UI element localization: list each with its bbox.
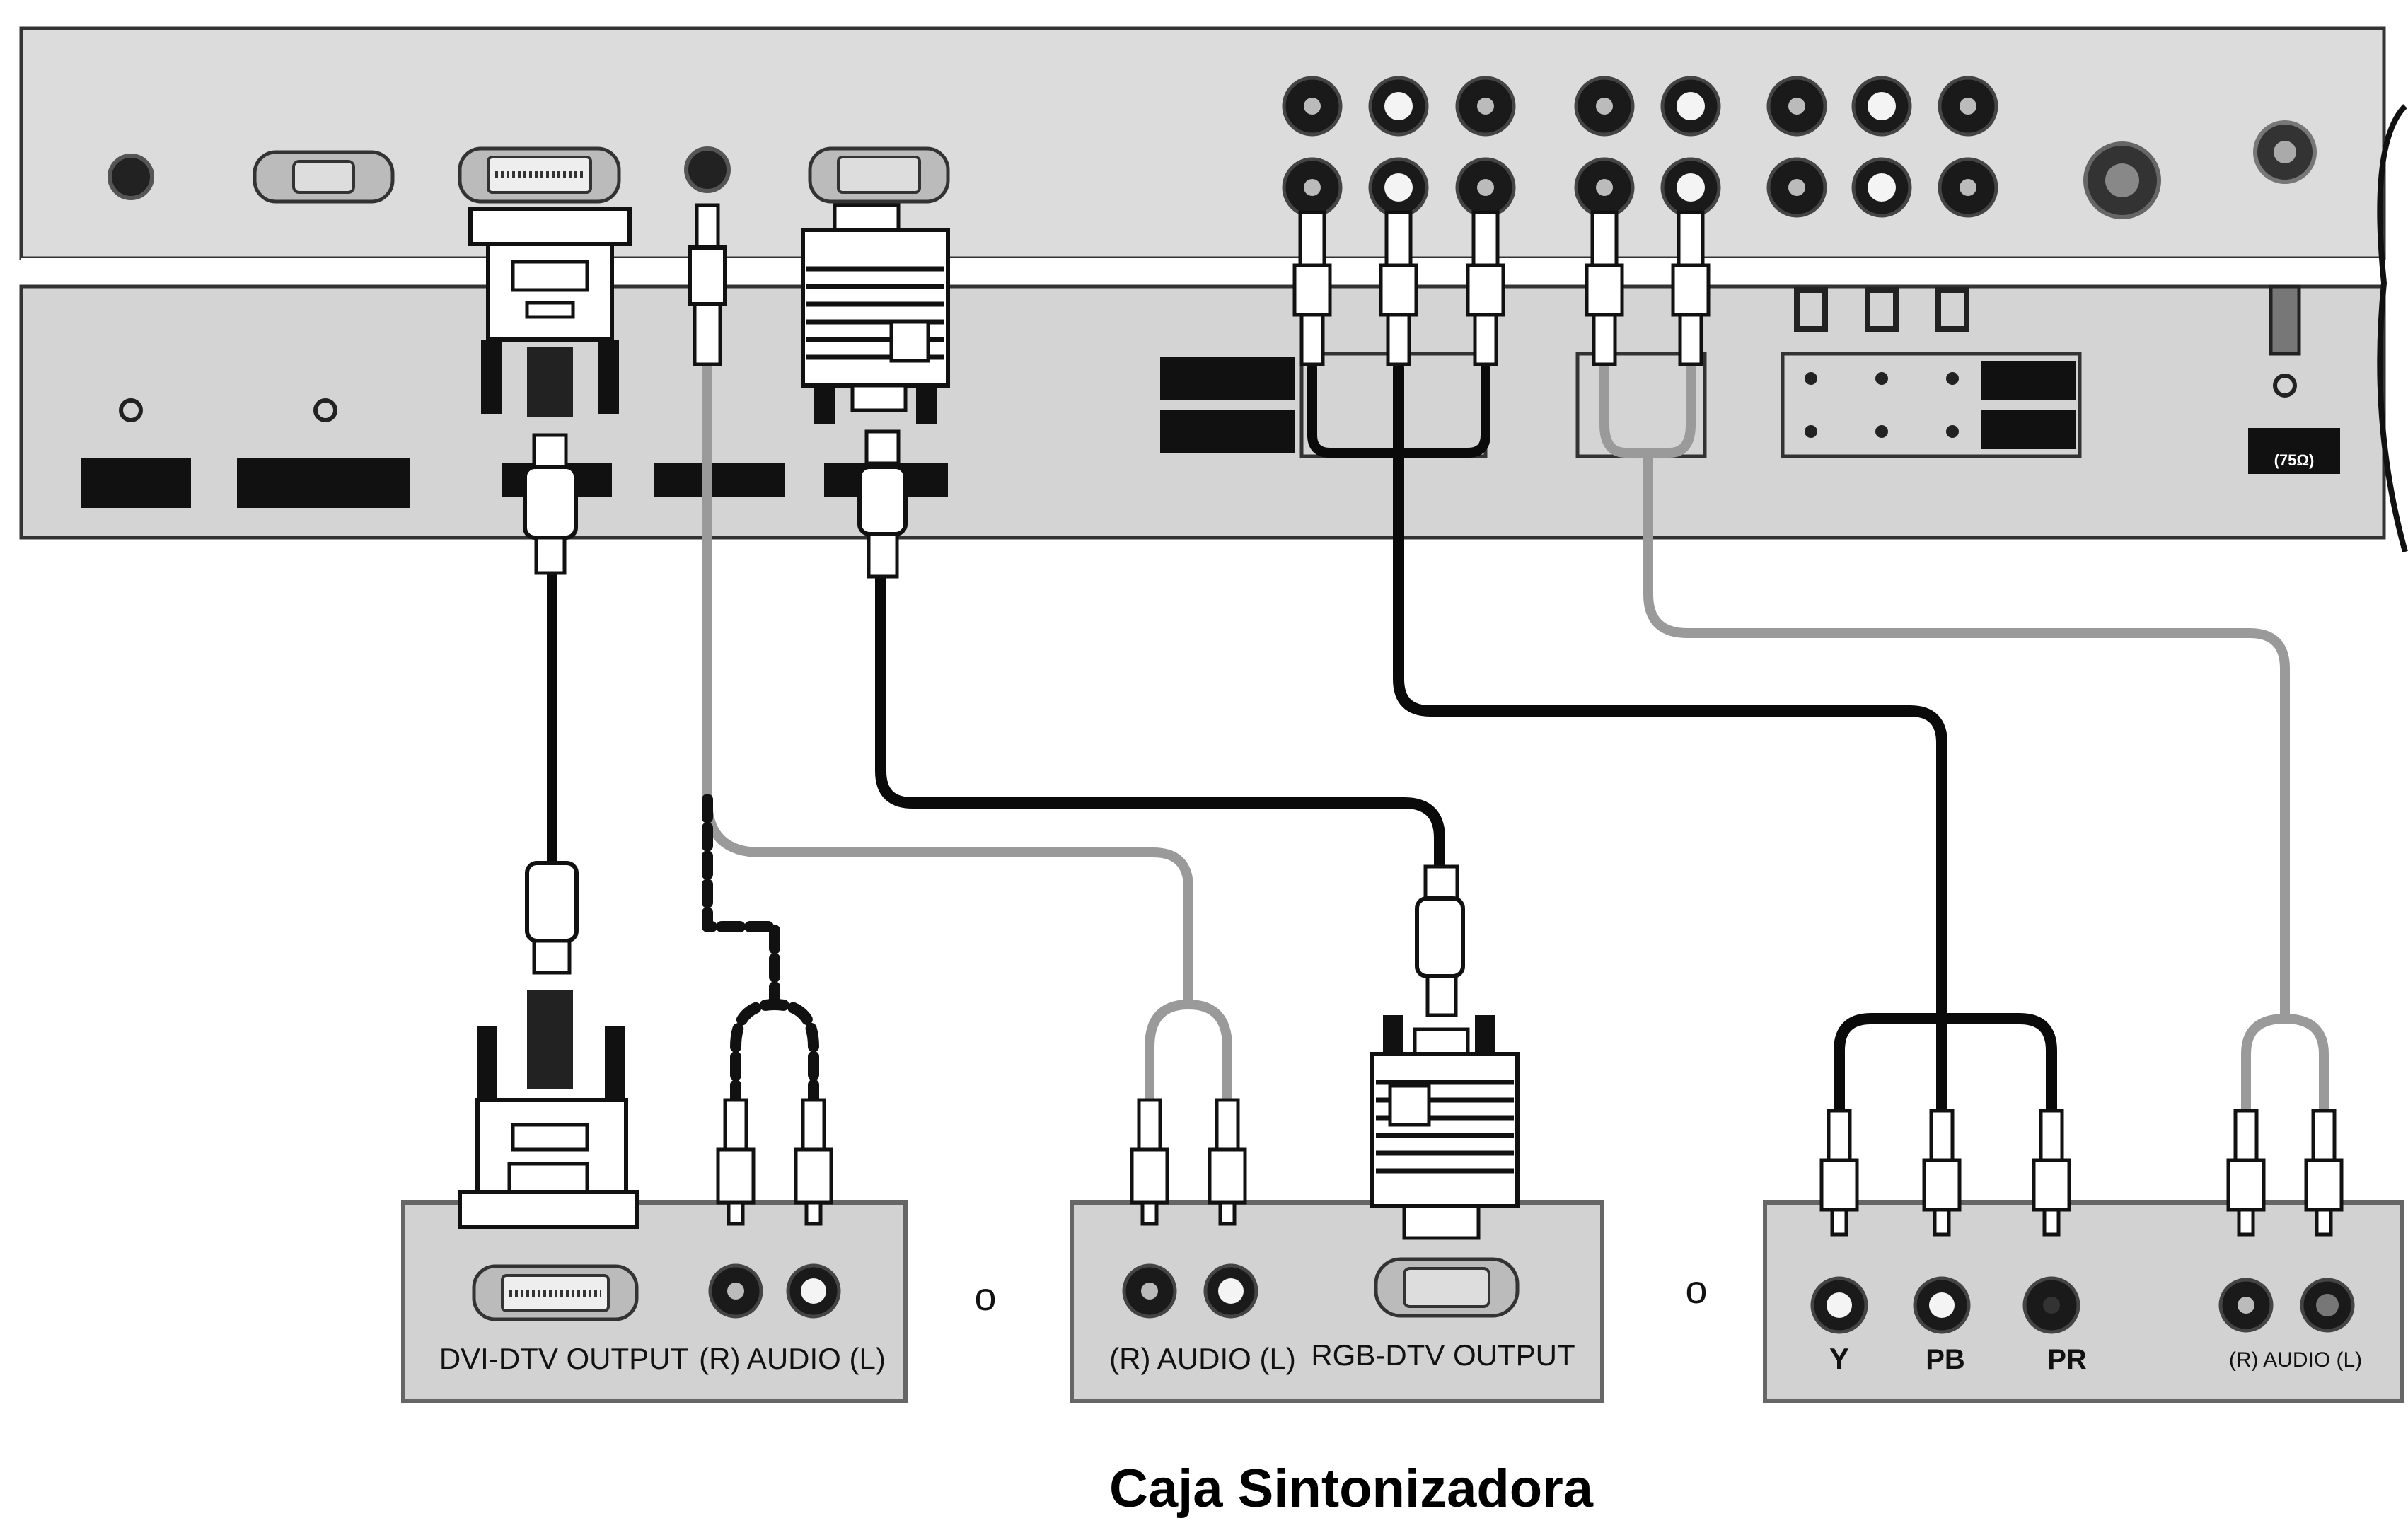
component-box-audio-label: (R) AUDIO (L) xyxy=(2229,1348,2362,1372)
set-top-box-rgb: (R) AUDIO (L) RGB-DTV OUTPUT xyxy=(1070,864,1604,1403)
separator-o: o xyxy=(1685,1267,1707,1312)
rca-plug xyxy=(1130,1098,1247,1226)
set-top-box-dvi: DVI-DTV OUTPUT (R) AUDIO (L) xyxy=(401,861,908,1403)
dvi-audio-split xyxy=(730,999,819,1109)
s-video-port xyxy=(2083,141,2161,219)
diagram-title: Caja Sintonizadora xyxy=(1109,1459,1594,1519)
rgb-output-port xyxy=(1374,1257,1520,1318)
mini-port xyxy=(313,398,337,422)
antenna-impedance-label: (75Ω) xyxy=(2274,451,2315,469)
rgb-cable xyxy=(875,560,1445,879)
dvi-box-audio-label: (R) AUDIO (L) xyxy=(699,1342,886,1375)
label-plate xyxy=(654,463,785,497)
rgb-output-label: RGB-DTV OUTPUT xyxy=(1311,1338,1575,1372)
rca-plug xyxy=(1292,210,1711,366)
label-plate xyxy=(81,458,191,508)
antenna-port xyxy=(2253,120,2317,184)
set-top-box-component: Y PB PR (R) AUDIO (L) xyxy=(1763,1109,2404,1403)
separator-o: o xyxy=(974,1274,996,1319)
cables xyxy=(547,356,2329,1116)
component-split xyxy=(1834,1013,2057,1116)
rca-plug xyxy=(716,1098,833,1226)
label-plate xyxy=(1160,410,1295,453)
pc-audio-jack xyxy=(684,146,731,193)
rgb-plug-bottom xyxy=(1370,864,1520,1240)
rca-plug xyxy=(1819,1109,2344,1237)
video-in-outline xyxy=(1781,352,2082,458)
dvi-input-port xyxy=(458,146,621,204)
label-plate xyxy=(1981,410,2076,449)
label-plate xyxy=(1981,361,2076,400)
pb-label: PB xyxy=(1926,1344,1965,1375)
component-cable xyxy=(1393,362,1947,1024)
pc-audio-plug xyxy=(688,203,727,366)
component-audio-split xyxy=(2241,1014,2329,1116)
rca-jack-grid xyxy=(1282,76,1998,218)
audio-jack-small xyxy=(108,154,154,200)
label-plate xyxy=(237,458,410,508)
panel-edge xyxy=(2377,104,2408,553)
rgb-input-port xyxy=(808,146,950,204)
label-plate xyxy=(1160,357,1295,400)
y-label: Y xyxy=(1829,1342,1849,1375)
rgb-plug-top xyxy=(801,203,950,579)
rgb-box-audio-label: (R) AUDIO (L) xyxy=(1109,1342,1296,1375)
rgb-audio-split xyxy=(1145,1000,1232,1109)
panel-plugs xyxy=(468,203,1711,579)
panel-upper xyxy=(19,26,2386,260)
rs232-port xyxy=(253,150,395,204)
dvi-output-port xyxy=(472,1264,639,1321)
panel-gap xyxy=(21,258,2384,286)
tv-rear-panel: (75Ω) xyxy=(19,26,2408,553)
component-audio-cable xyxy=(1643,448,2290,1024)
antenna-label-plate xyxy=(2248,428,2340,474)
dvi-plug-top xyxy=(468,207,632,575)
pr-label: PR xyxy=(2047,1344,2087,1375)
antenna-cable-stub xyxy=(2269,284,2301,398)
dvi-output-label: DVI-DTV OUTPUT xyxy=(439,1342,688,1375)
dvi-plug-bottom xyxy=(458,861,639,1229)
dvi-audio-dashed-cable xyxy=(702,794,780,1010)
